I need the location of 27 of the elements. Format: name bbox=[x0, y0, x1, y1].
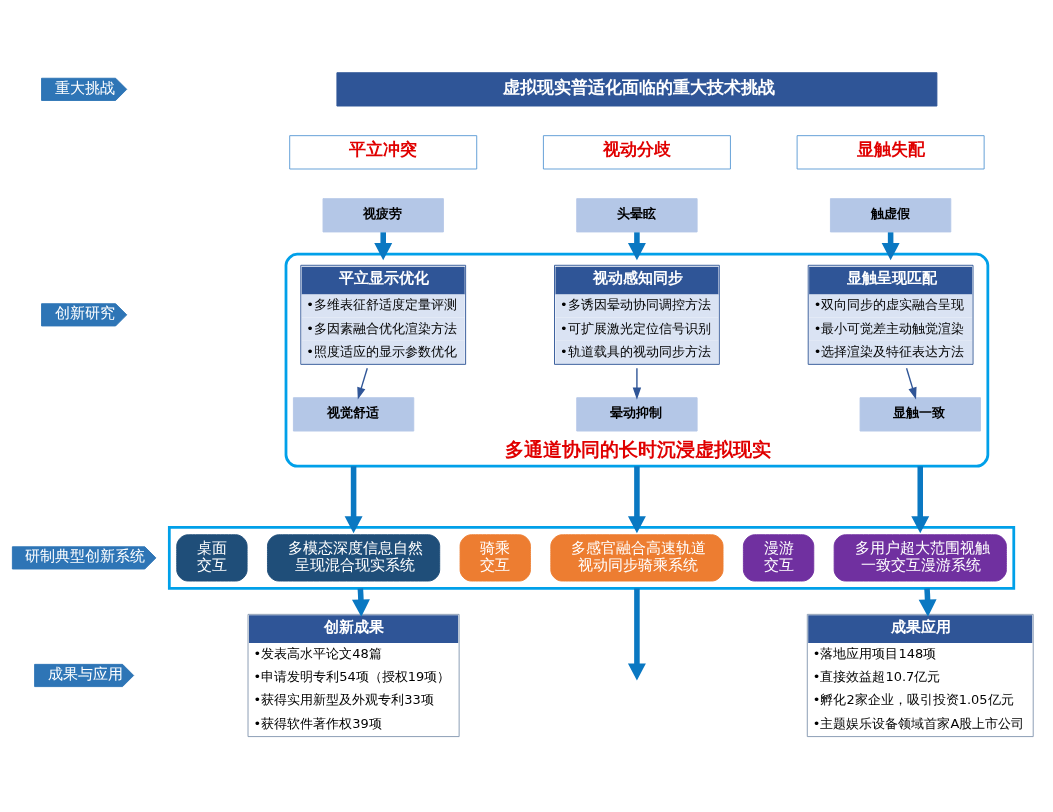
cluster bbox=[167, 525, 1016, 590]
node-box: 漫游交互 bbox=[742, 533, 815, 581]
node-box: 视疲劳 bbox=[322, 197, 444, 232]
node-box: 视觉舒适 bbox=[292, 396, 415, 431]
node-box: 显触失配 bbox=[796, 134, 985, 169]
arrow bbox=[344, 465, 363, 533]
arrow bbox=[627, 231, 646, 260]
arrow bbox=[357, 367, 368, 400]
arrow bbox=[627, 465, 646, 533]
arrow bbox=[881, 231, 900, 260]
node-box: 显触一致 bbox=[859, 396, 981, 431]
node-box: 晕动抑制 bbox=[576, 396, 698, 431]
arrow bbox=[632, 367, 642, 400]
node-box: 骑乘交互 bbox=[459, 533, 531, 581]
node-box: 平立冲突 bbox=[289, 134, 478, 169]
node-box: 视动分歧 bbox=[542, 134, 731, 169]
node-box: 多用户超大范围视触一致交互漫游系统 bbox=[833, 533, 1007, 581]
node-box: 头晕眩 bbox=[576, 197, 698, 232]
arrow bbox=[374, 231, 393, 260]
node-box: 多模态深度信息自然呈现混合现实系统 bbox=[267, 533, 441, 581]
arrow bbox=[911, 465, 930, 533]
arrow bbox=[627, 587, 646, 680]
arrow bbox=[905, 367, 917, 400]
node-box: 桌面交互 bbox=[176, 533, 248, 581]
node-box: 虚拟现实普适化面临的重大技术挑战 bbox=[336, 71, 938, 106]
node-box: 多感官融合高速轨道视动同步骑乘系统 bbox=[550, 533, 724, 581]
node-box: 触虚假 bbox=[829, 197, 952, 232]
